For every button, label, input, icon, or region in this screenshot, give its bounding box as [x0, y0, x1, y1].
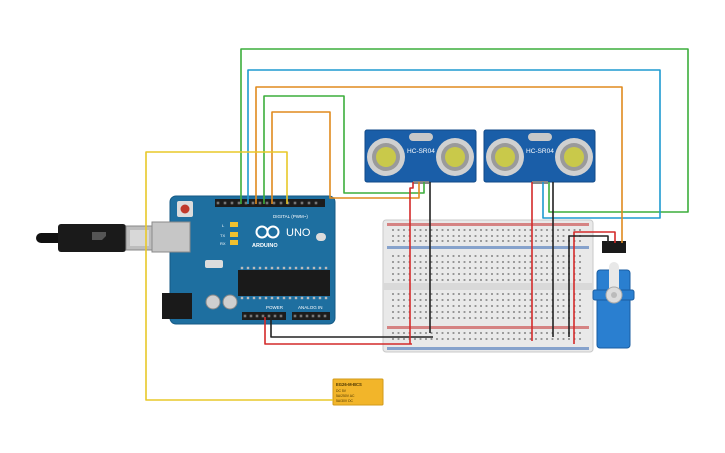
- relay-line-2: 5A/250V AC: [336, 394, 355, 398]
- relay-line-1: DC 5V: [336, 389, 347, 393]
- ultrasonic-sensor-2: HC-SR04: [483, 129, 596, 184]
- capacitor-2: [222, 294, 238, 310]
- arduino-logo-icon: [255, 225, 280, 239]
- wire-red-1: [264, 317, 412, 345]
- led-rx-label: RX: [220, 241, 226, 246]
- wire-red-4: [573, 231, 616, 344]
- relay-title: EG26-M-BCS: [336, 382, 362, 387]
- relay-line-3: 5A/30V DC: [336, 399, 354, 403]
- led-tx-label: TX: [220, 233, 225, 238]
- sensor-1-label: HC-SR04: [407, 148, 435, 155]
- sensor-2-label: HC-SR04: [526, 148, 554, 155]
- ultrasonic-sensor-1: HC-SR04: [364, 129, 477, 184]
- logo-label: ARDUINO: [252, 243, 278, 249]
- digital-header: [215, 199, 325, 207]
- crystal: [205, 260, 223, 268]
- wire-orange-2: [271, 111, 420, 204]
- wire-black-4: [568, 235, 609, 337]
- arduino-pins: [216, 201, 327, 318]
- breadboard: [382, 219, 594, 353]
- icsp-led: [316, 233, 326, 241]
- model-label: UNO: [286, 227, 311, 239]
- wire-green-1: [240, 48, 689, 213]
- servo-motor: [592, 241, 635, 349]
- atmega-chip: [238, 270, 330, 296]
- wire-red-2: [409, 182, 414, 344]
- arduino-uno: UNO ARDUINO DIGITAL (PWM~) POWER ANALOG …: [36, 195, 336, 325]
- power-label: POWER: [266, 305, 284, 310]
- wire-black-1: [270, 317, 433, 338]
- usb-cable: [36, 224, 154, 252]
- analog-label: ANALOG IN: [298, 305, 323, 310]
- digital-label: DIGITAL (PWM~): [273, 214, 308, 219]
- usb-port: [151, 221, 191, 253]
- wire-orange-1: [255, 86, 623, 243]
- relay-module: EG26-M-BCS DC 5V 5A/250V AC 5A/30V DC: [332, 378, 384, 406]
- wire-green-2: [263, 95, 425, 204]
- capacitor-1: [205, 294, 221, 310]
- wire-blue-1: [247, 69, 661, 219]
- power-jack: [162, 293, 192, 319]
- wires: [145, 48, 689, 401]
- led-l-label: L: [222, 223, 225, 228]
- wire-yellow-1: [145, 151, 333, 401]
- analog-header: [292, 312, 330, 320]
